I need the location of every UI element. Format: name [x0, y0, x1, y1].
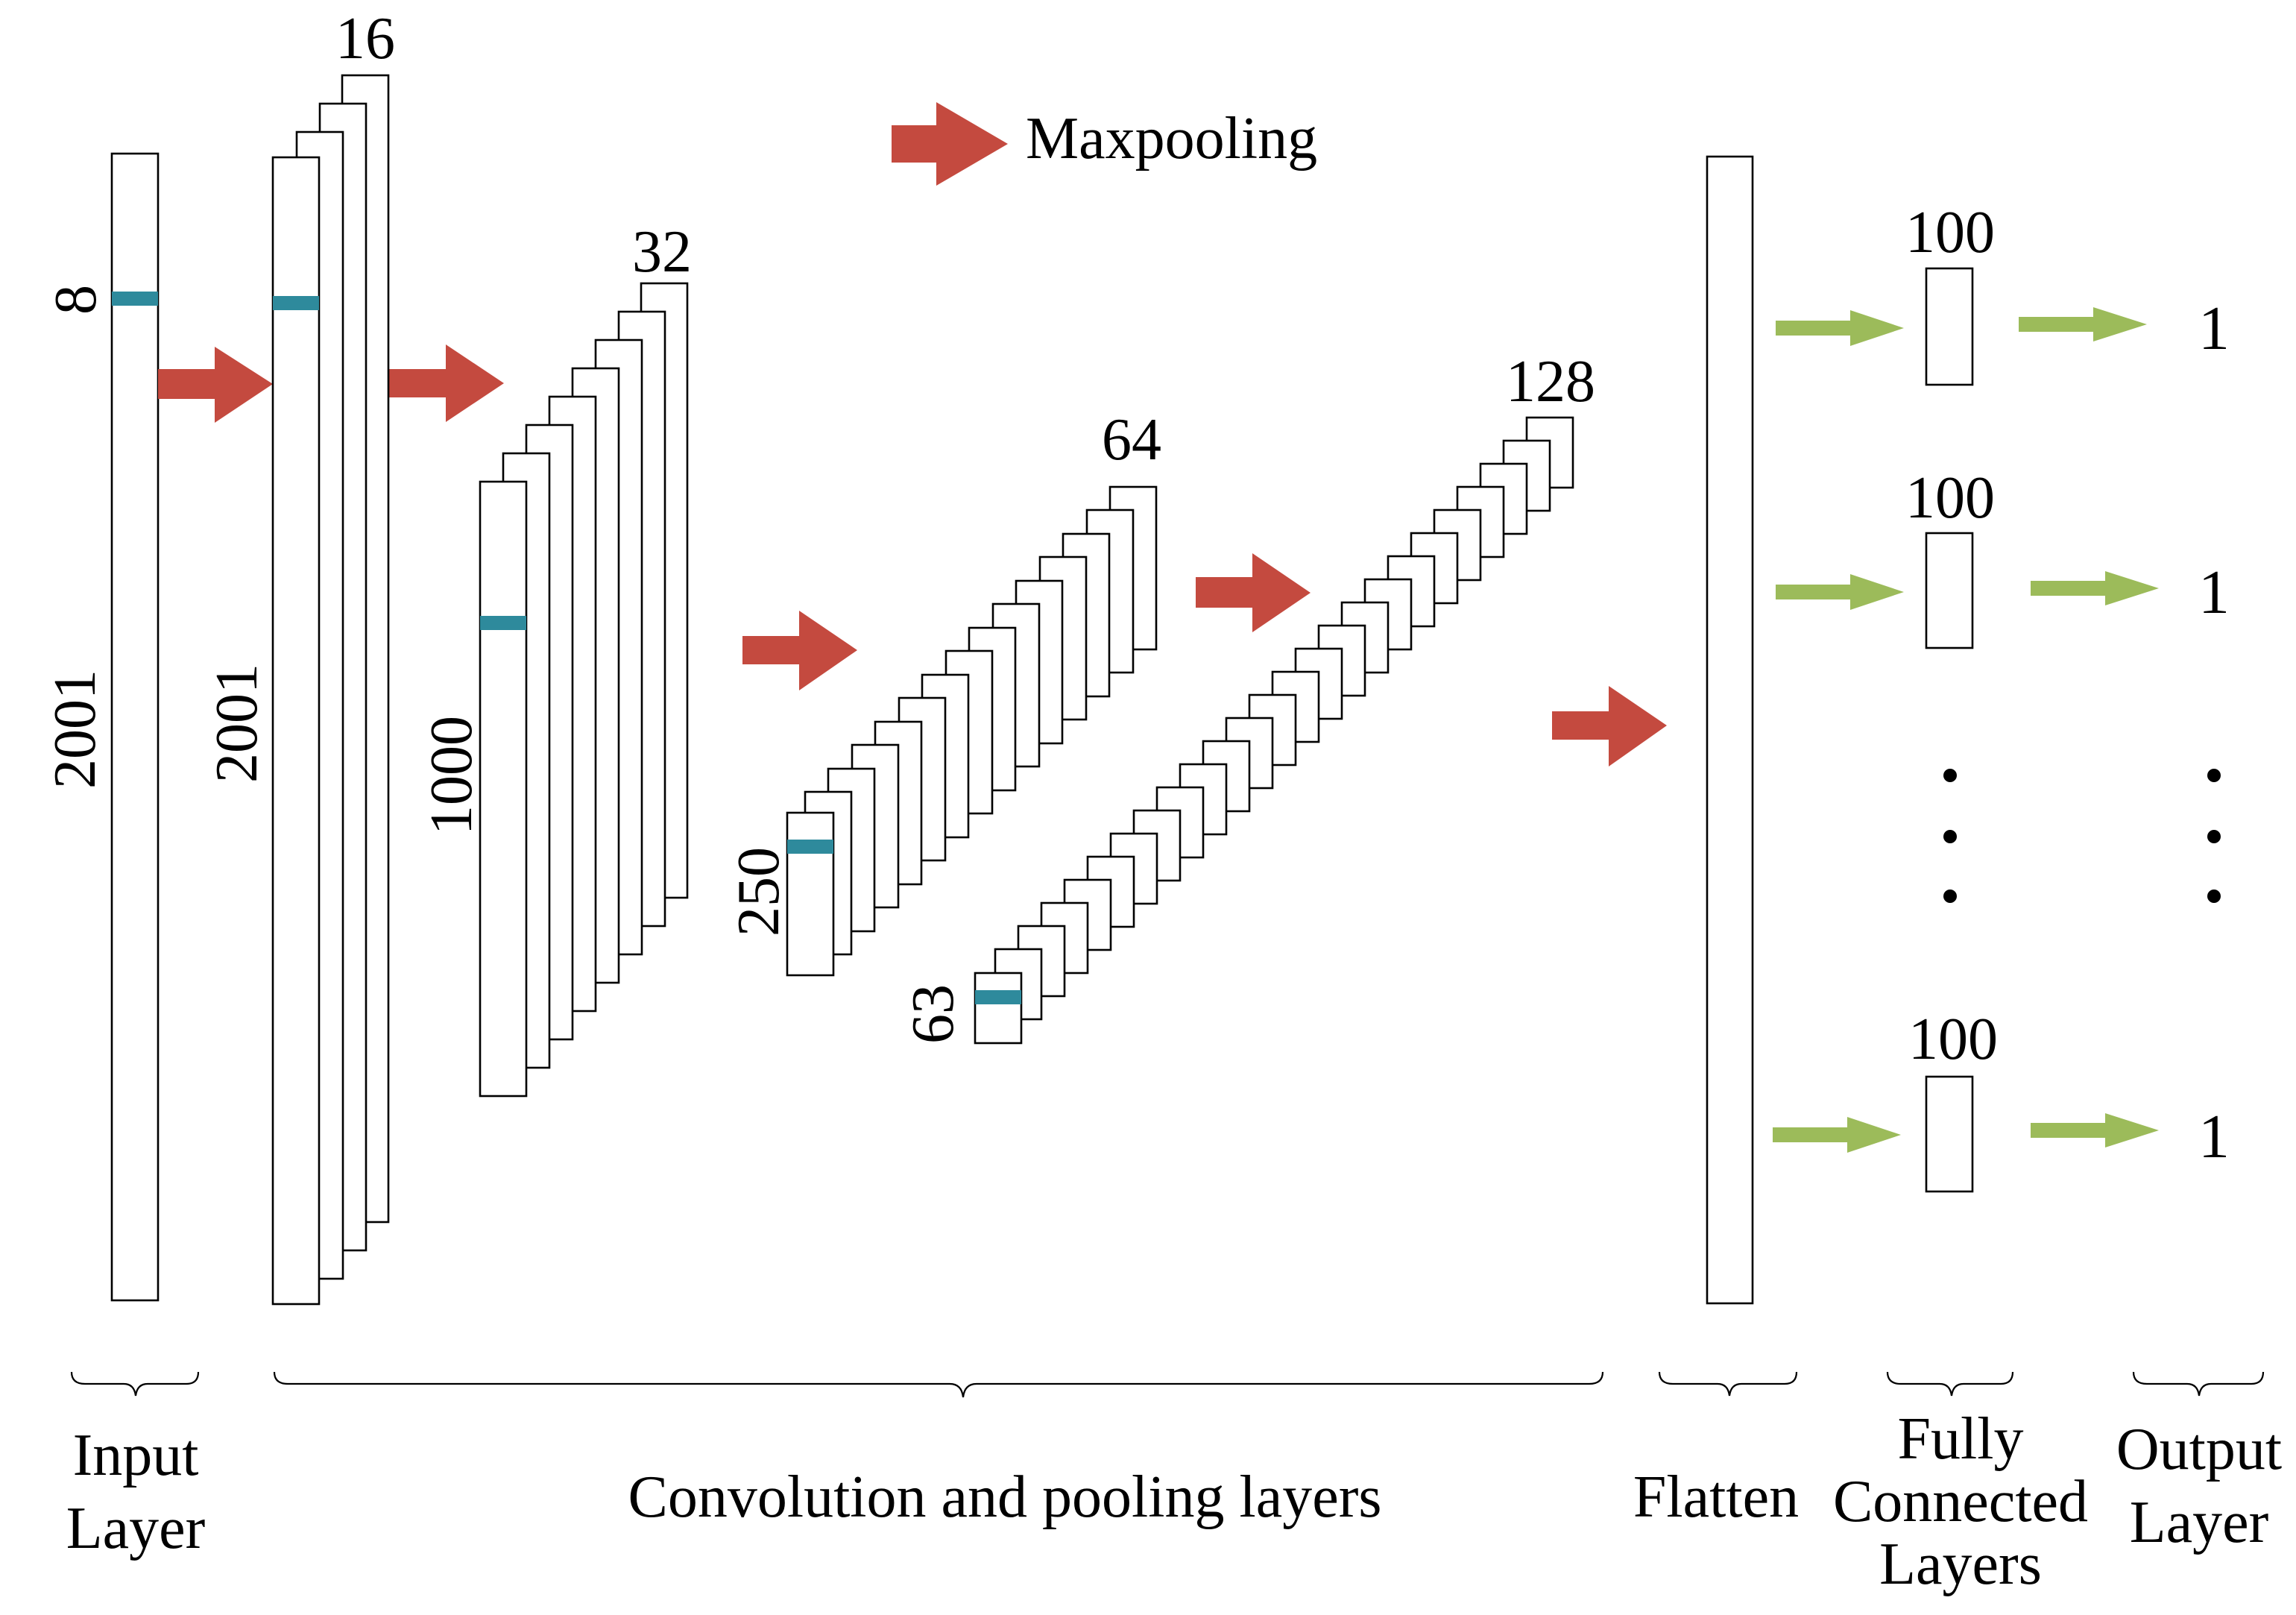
- brace-fc: [1886, 1371, 2014, 1397]
- conv-block-4: 128 63: [901, 349, 1595, 1045]
- flatten-layer-bar: [1706, 155, 1754, 1305]
- dense-units-label: 100: [1905, 465, 1995, 531]
- dense-unit-box: [1925, 1075, 1974, 1193]
- output-arrow: [2031, 571, 2159, 605]
- brace-input: [70, 1371, 200, 1397]
- pool-arrow-1: [158, 347, 273, 423]
- input-kernel-size-label: 8: [43, 285, 109, 315]
- dense-branch-3: 100 1: [1773, 1007, 2230, 1193]
- ellipsis-dot: [2207, 830, 2221, 843]
- ellipsis-dot: [1943, 830, 1957, 843]
- section-label-line: Layer: [2130, 1490, 2269, 1555]
- ellipsis-dense: [1943, 769, 1957, 903]
- section-label-flatten: Flatten: [1633, 1464, 1799, 1530]
- section-label-line: Input: [73, 1423, 199, 1488]
- section-label-line: Output: [2116, 1417, 2282, 1482]
- ellipsis-dot: [2207, 769, 2221, 782]
- dense-unit-box: [1925, 267, 1974, 386]
- input-kernel-marker: [112, 292, 158, 306]
- conv2-length-label: 1000: [419, 716, 485, 835]
- section-label-line: Layers: [1879, 1531, 2042, 1597]
- dense-branch-1: 100 1: [1776, 200, 2230, 386]
- brace-output: [2132, 1371, 2265, 1397]
- dense-units-label: 100: [1905, 200, 1995, 265]
- feature-map: [974, 972, 1023, 1045]
- feature-map: [271, 156, 321, 1306]
- conv-block-3: 64 250: [726, 407, 1161, 977]
- input-layer-bar: [110, 152, 160, 1302]
- dense-unit-box: [1925, 532, 1974, 649]
- pool-arrow-4: [1196, 553, 1311, 632]
- conv3-kernel-marker: [787, 840, 833, 854]
- conv2-kernel-marker: [480, 616, 526, 630]
- dense-units-label: 100: [1908, 1007, 1998, 1072]
- conv1-filters-label: 16: [335, 6, 395, 72]
- section-label-line: Fully: [1898, 1406, 2024, 1472]
- brace-conv: [273, 1371, 1604, 1398]
- conv-block-1: 16 2001: [204, 6, 395, 1306]
- maxpooling-legend-arrow: [892, 102, 1008, 186]
- conv3-filters-label: 64: [1102, 407, 1161, 473]
- input-length-label: 2001: [42, 670, 108, 789]
- conv1-kernel-marker: [273, 296, 319, 310]
- conv4-filters-label: 128: [1506, 349, 1595, 415]
- section-label-input: Input Layer: [66, 1423, 206, 1561]
- input-layer: 8 2001: [42, 152, 160, 1302]
- conv4-length-label: 63: [901, 984, 966, 1044]
- pool-arrow-3: [742, 611, 857, 690]
- ellipsis-output: [2207, 769, 2221, 903]
- conv3-length-label: 250: [726, 847, 792, 936]
- ellipsis-dot: [2207, 890, 2221, 903]
- dense-arrow: [1776, 574, 1904, 610]
- brace-flatten: [1658, 1371, 1798, 1397]
- ellipsis-dot: [1943, 890, 1957, 903]
- section-label-output: Output Layer: [2116, 1417, 2282, 1555]
- pool-arrow-5: [1552, 686, 1667, 766]
- feature-map: [479, 480, 528, 1098]
- output-value-label: 1: [2198, 558, 2230, 627]
- maxpooling-legend-label: Maxpooling: [1026, 106, 1317, 171]
- conv1-length-label: 2001: [204, 664, 270, 783]
- conv4-kernel-marker: [975, 990, 1021, 1004]
- pool-arrow-2: [389, 344, 504, 422]
- section-label-conv: Convolution and pooling layers: [628, 1464, 1381, 1530]
- output-value-label: 1: [2198, 294, 2230, 363]
- conv2-filters-label: 32: [632, 219, 692, 285]
- dense-arrow: [1776, 310, 1904, 346]
- section-label-line: Connected: [1833, 1469, 2088, 1534]
- feature-map: [786, 811, 835, 977]
- ellipsis-dot: [1943, 769, 1957, 782]
- output-value-label: 1: [2198, 1102, 2230, 1171]
- output-arrow: [2019, 307, 2147, 341]
- section-label-fc: Fully Connected Layers: [1833, 1406, 2088, 1597]
- dense-arrow: [1773, 1117, 1901, 1153]
- output-arrow: [2031, 1113, 2159, 1148]
- conv-block-2: 32 1000: [419, 219, 692, 1098]
- section-label-line: Layer: [66, 1496, 206, 1561]
- dense-branch-2: 100 1: [1776, 465, 2230, 649]
